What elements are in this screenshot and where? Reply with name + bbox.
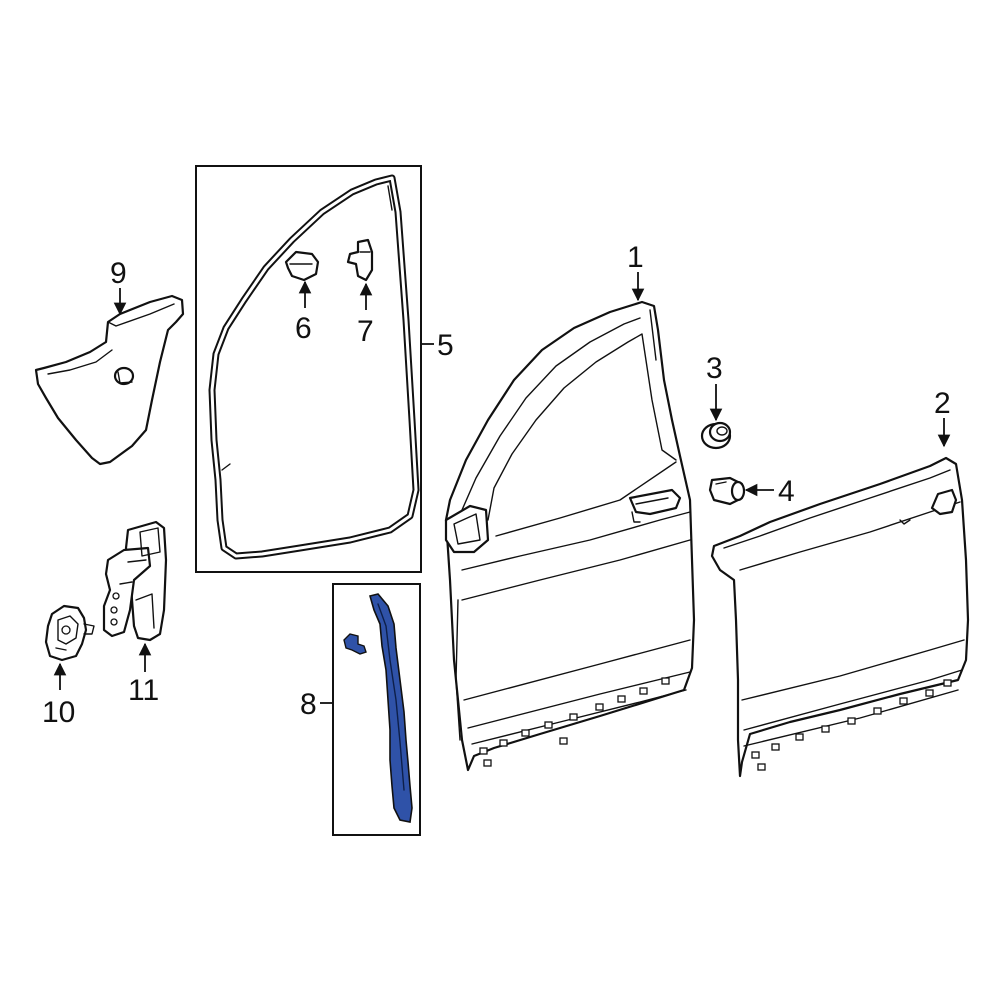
callout-6: 6 — [295, 312, 312, 345]
callout-5: 5 — [437, 329, 454, 362]
callout-9: 9 — [110, 257, 127, 290]
callout-3: 3 — [706, 352, 723, 385]
callout-4: 4 — [778, 475, 795, 508]
door-weatherstrip-part-5[interactable] — [208, 174, 420, 560]
callout-7: 7 — [357, 315, 374, 348]
highlighted-seal[interactable] — [369, 593, 413, 823]
seal-clip-screw[interactable] — [343, 633, 367, 655]
bumper-part-4[interactable] — [708, 476, 746, 506]
leader-lines — [53, 272, 951, 704]
rear-door-shell-part-2[interactable] — [710, 456, 970, 778]
door-checker-part-11[interactable] — [102, 520, 168, 642]
callout-1: 1 — [627, 241, 644, 274]
callout-11: 11 — [128, 674, 159, 707]
weatherstrip-group-box — [195, 165, 422, 573]
callout-8: 8 — [300, 688, 317, 721]
callout-2: 2 — [934, 387, 951, 420]
front-door-shell-part-1[interactable] — [444, 300, 696, 772]
callout-labels: 1 2 3 4 5 6 7 8 9 10 11 — [42, 241, 951, 729]
callout-10: 10 — [42, 696, 75, 729]
seal-group-box — [332, 583, 421, 836]
clip-part-6[interactable] — [284, 250, 320, 282]
door-seal-part-8[interactable] — [343, 593, 413, 823]
door-hinge-part-10[interactable] — [44, 604, 95, 662]
inner-cover-part-9[interactable] — [34, 294, 185, 466]
clip-part-7[interactable] — [346, 238, 374, 282]
plug-part-3[interactable] — [700, 421, 732, 450]
